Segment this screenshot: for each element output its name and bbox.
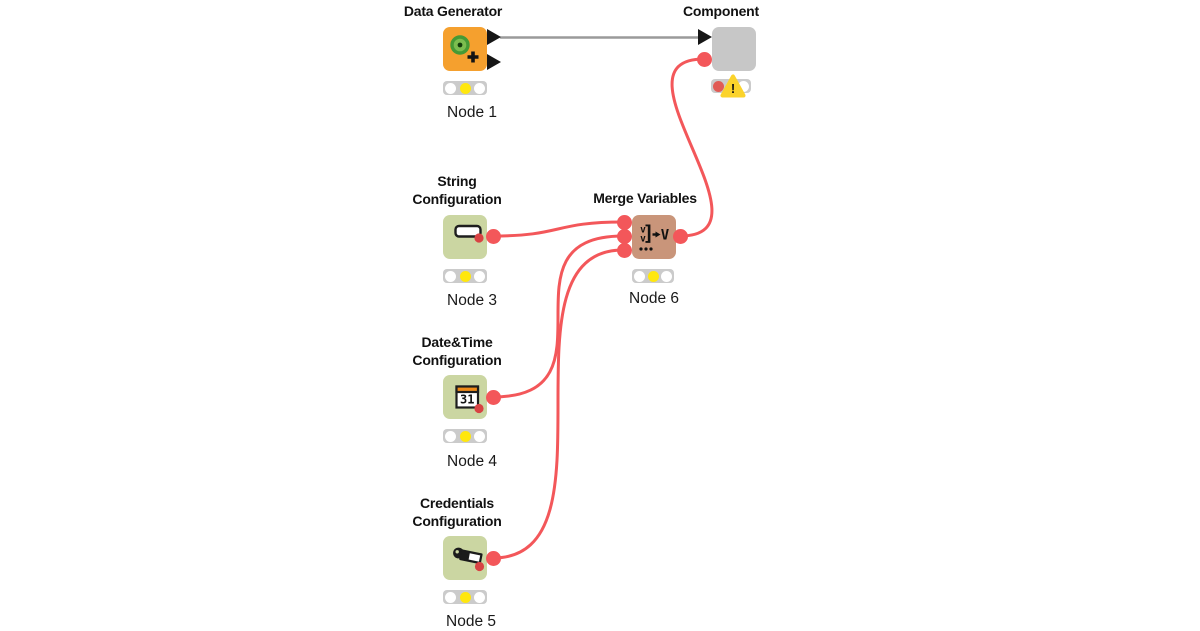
node-title-credentials-configuration: Credentials Configuration: [412, 495, 502, 529]
connection-node-6-to-component[interactable]: [670, 57, 714, 238]
node-title-string-configuration: String Configuration: [412, 173, 502, 207]
status-light-green: [738, 80, 749, 92]
status-light-red: [445, 591, 456, 603]
svg-text:v: v: [640, 225, 646, 236]
node-title-datetime-configuration: Date&Time Configuration: [412, 334, 502, 368]
svg-text:!: !: [731, 81, 735, 96]
merge-variables-output-port[interactable]: [672, 228, 688, 244]
connection-node-5-to-node-6[interactable]: [491, 248, 625, 560]
node-data-generator[interactable]: [443, 27, 487, 71]
node-label: Node 3: [447, 292, 497, 309]
svg-text:]: ]: [642, 221, 654, 245]
status-light-green: [661, 270, 672, 282]
data-generator-output-port-1[interactable]: [487, 29, 501, 45]
connection-node-4-to-node-6[interactable]: [491, 234, 625, 399]
status-light-yellow: [459, 82, 471, 94]
status-light-yellow: [647, 270, 659, 282]
credentials-configuration-output-port[interactable]: [485, 550, 501, 566]
string-configuration-output-port[interactable]: [485, 228, 501, 244]
status-light-yellow: [459, 430, 471, 442]
merge-variables-input-port-3[interactable]: [616, 242, 632, 258]
datetime-configuration-status-light: [443, 429, 487, 443]
merge-variables-status-light: [632, 269, 674, 283]
node-merge-variables[interactable]: v v ] V: [632, 215, 676, 259]
status-light-yellow: [459, 270, 471, 282]
status-light-red: [634, 270, 645, 282]
string-configuration-icon: [454, 224, 484, 243]
data-generator-status-light: [443, 81, 487, 95]
datetime-configuration-output-port[interactable]: [485, 389, 501, 405]
merge-variables-input-port-1[interactable]: [616, 214, 632, 230]
status-light-green: [474, 82, 485, 94]
node-label: Node 6: [629, 290, 679, 307]
connection-node-3-to-node-6[interactable]: [491, 220, 625, 238]
status-light-red: [445, 430, 456, 442]
merge-variables-icon: v v ] V: [639, 221, 670, 251]
status-light-yellow: [459, 591, 471, 603]
node-title-component: Component: [683, 3, 759, 19]
data-generator-icon: [450, 35, 479, 63]
merge-variables-input-port-2[interactable]: [616, 228, 632, 244]
svg-text:V: V: [661, 228, 670, 244]
node-label: Node 5: [446, 613, 496, 630]
svg-text:v: v: [640, 234, 646, 245]
status-light-red: [713, 80, 724, 92]
credentials-configuration-status-light: [443, 590, 487, 604]
status-light-green: [474, 270, 485, 282]
svg-text:31: 31: [460, 393, 474, 407]
status-light-green: [474, 591, 485, 603]
datetime-configuration-icon: 31: [455, 385, 484, 414]
node-title-data-generator: Data Generator: [403, 3, 503, 19]
component-data-input-port[interactable]: [698, 29, 712, 45]
credentials-configuration-icon: [453, 547, 485, 572]
data-generator-output-port-2[interactable]: [487, 54, 501, 70]
node-title-merge-variables: Merge Variables: [593, 190, 697, 206]
status-light-red: [445, 82, 456, 94]
node-component[interactable]: [712, 27, 756, 71]
node-label: Node 4: [447, 453, 497, 470]
string-configuration-status-light: [443, 269, 487, 283]
component-flow-variable-input-port[interactable]: [696, 51, 712, 67]
status-light-green: [474, 430, 485, 442]
warning-icon: !: [720, 74, 746, 98]
node-label: Node 1: [447, 104, 497, 121]
node-datetime-configuration[interactable]: 31: [443, 375, 487, 419]
status-light-red: [445, 270, 456, 282]
node-credentials-configuration[interactable]: [443, 536, 487, 580]
node-string-configuration[interactable]: [443, 215, 487, 259]
